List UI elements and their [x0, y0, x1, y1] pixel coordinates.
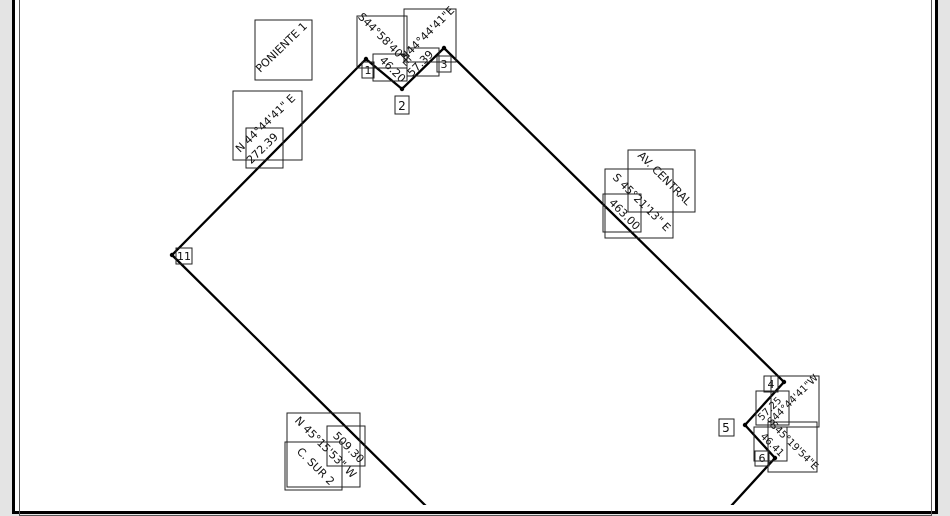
vertex-6: 6 — [754, 450, 778, 467]
vertex-2: 2 — [394, 86, 410, 115]
lot-boundary — [171, 46, 786, 505]
svg-text:5: 5 — [722, 421, 730, 435]
vertex-1: 1 — [361, 56, 375, 79]
lot-plan: 11 1 2 3 4 5 6 PONIENTE 1 N 44°44'41" E — [169, 4, 821, 505]
svg-text:1: 1 — [365, 64, 372, 77]
svg-text:2: 2 — [398, 99, 406, 113]
drawing-sheet — [12, 0, 938, 514]
vertex-5: 5 — [718, 418, 748, 437]
svg-text:6: 6 — [759, 452, 766, 465]
vertex-11: 11 — [169, 247, 193, 265]
svg-text:11: 11 — [177, 250, 191, 263]
svg-text:PONIENTE 1: PONIENTE 1 — [253, 20, 310, 75]
vertex-3: 3 — [436, 45, 452, 73]
street-label-west: PONIENTE 1 — [253, 19, 313, 81]
svg-text:3: 3 — [441, 58, 448, 71]
